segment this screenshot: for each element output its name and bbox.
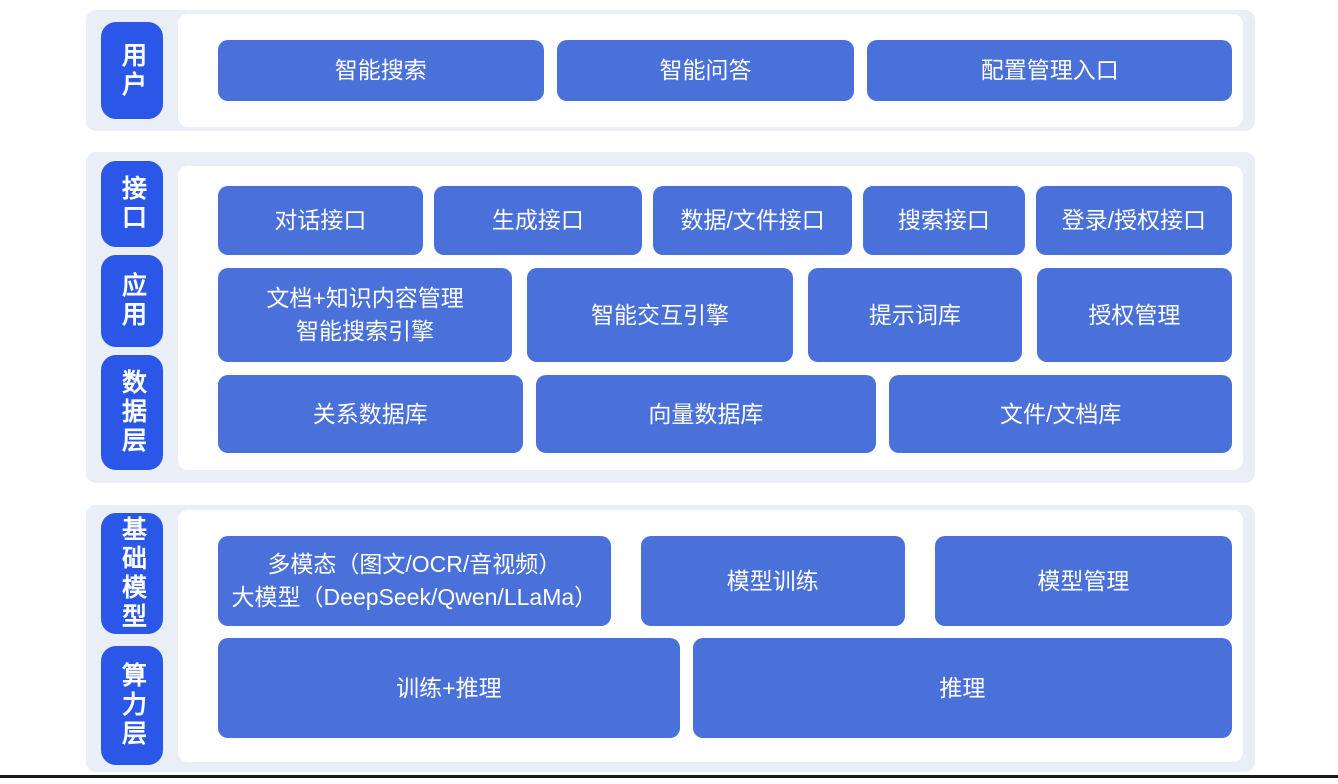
- box-training-inference: 训练+推理: [218, 638, 680, 738]
- box-smart-qa: 智能问答: [556, 40, 855, 101]
- application-row: 文档+知识内容管理 智能搜索引擎 智能交互引擎 提示词库 授权管理: [218, 268, 1232, 362]
- layer-label-data-text: 数据层: [118, 369, 147, 456]
- layer-label-compute-text: 算力层: [118, 662, 147, 749]
- mid-layer-panel: 对话接口 生成接口 数据/文件接口 搜索接口 登录/授权接口 文档+知识内容管理…: [178, 166, 1243, 470]
- box-config-management-entry: 配置管理入口: [867, 40, 1233, 101]
- mid-layer-label-column: 接口 应用 数据层: [86, 152, 178, 483]
- box-file-doc-store: 文件/文档库: [889, 375, 1232, 453]
- layer-label-foundation-model: 基础模型: [101, 513, 163, 634]
- section-foundation-compute: 基础模型 算力层 多模态（图文/OCR/音视频） 大模型（DeepSeek/Qw…: [86, 505, 1255, 772]
- layer-label-application-text: 应用: [118, 272, 147, 330]
- user-layer-row: 智能搜索 智能问答 配置管理入口: [218, 40, 1233, 101]
- section-user-layer: 用户 智能搜索 智能问答 配置管理入口: [86, 10, 1255, 131]
- user-layer-label-column: 用户: [86, 10, 178, 131]
- base-layer-panel: 多模态（图文/OCR/音视频） 大模型（DeepSeek/Qwen/LLaMa）…: [178, 510, 1243, 762]
- box-multimodal-llm: 多模态（图文/OCR/音视频） 大模型（DeepSeek/Qwen/LLaMa）: [218, 536, 611, 626]
- box-vector-db: 向量数据库: [535, 375, 877, 453]
- section-interface-app-data: 接口 应用 数据层 对话接口 生成接口 数据/文件接口 搜索接口 登录/授权接口…: [86, 152, 1255, 483]
- user-layer-panel: 智能搜索 智能问答 配置管理入口: [178, 14, 1243, 127]
- bottom-border-line: [0, 775, 1338, 778]
- layer-label-data: 数据层: [101, 355, 163, 470]
- layer-label-foundation-model-text: 基础模型: [118, 515, 147, 632]
- box-smart-search: 智能搜索: [218, 40, 544, 101]
- box-data-file-api: 数据/文件接口: [653, 186, 853, 255]
- interface-row: 对话接口 生成接口 数据/文件接口 搜索接口 登录/授权接口: [218, 186, 1232, 255]
- box-doc-knowledge-search-engine: 文档+知识内容管理 智能搜索引擎: [218, 268, 513, 362]
- base-layer-label-column: 基础模型 算力层: [86, 505, 178, 772]
- box-login-auth-api: 登录/授权接口: [1035, 186, 1232, 255]
- box-prompt-library: 提示词库: [807, 268, 1022, 362]
- layer-label-interface-text: 接口: [118, 175, 147, 233]
- box-model-management: 模型管理: [934, 536, 1232, 626]
- box-interaction-engine: 智能交互引擎: [527, 268, 793, 362]
- model-row: 多模态（图文/OCR/音视频） 大模型（DeepSeek/Qwen/LLaMa）…: [218, 536, 1232, 626]
- box-model-training: 模型训练: [640, 536, 905, 626]
- layer-label-compute: 算力层: [101, 646, 163, 765]
- box-relational-db: 关系数据库: [218, 375, 523, 453]
- box-generation-api: 生成接口: [433, 186, 643, 255]
- data-row: 关系数据库 向量数据库 文件/文档库: [218, 375, 1232, 453]
- layer-label-user-text: 用户: [118, 41, 147, 100]
- box-inference: 推理: [692, 638, 1232, 738]
- box-dialog-api: 对话接口: [218, 186, 423, 255]
- compute-row: 训练+推理 推理: [218, 638, 1232, 738]
- layer-label-interface: 接口: [101, 161, 163, 247]
- layer-label-application: 应用: [101, 255, 163, 347]
- box-search-api: 搜索接口: [863, 186, 1025, 255]
- box-auth-management: 授权管理: [1036, 268, 1232, 362]
- layer-label-user: 用户: [101, 22, 163, 119]
